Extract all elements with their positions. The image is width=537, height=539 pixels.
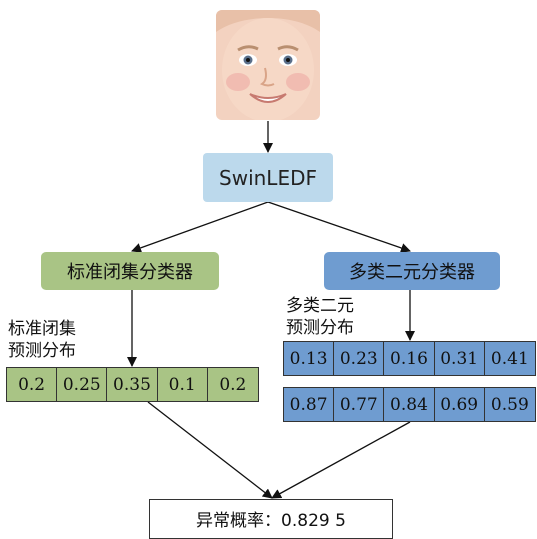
anomaly-probability-box: 异常概率：0.829 5 [149, 499, 393, 539]
multi-dist-label-line2: 预测分布 [286, 318, 354, 338]
standard-dist-cell: 0.1 [158, 368, 208, 401]
standard-distribution-row: 0.2 0.25 0.35 0.1 0.2 [6, 367, 259, 402]
multi-dist-cell: 0.77 [334, 388, 385, 421]
multi-dist-cell: 0.84 [384, 388, 435, 421]
child-face-image [216, 10, 320, 120]
model-label: SwinLEDF [219, 165, 317, 190]
standard-dist-cell: 0.2 [219, 374, 247, 395]
anomaly-probability-text: 异常概率：0.829 5 [196, 511, 346, 531]
multi-dist-cell: 0.13 [284, 342, 335, 375]
standard-classifier-box: 标准闭集分类器 [41, 252, 219, 290]
multi-dist-cell: 0.69 [435, 388, 485, 421]
multi-binary-classifier-box: 多类二元分类器 [324, 252, 500, 290]
standard-distribution-label: 标准闭集 预测分布 [8, 318, 76, 362]
standard-classifier-label: 标准闭集分类器 [67, 262, 193, 283]
multi-dist-cell: 0.16 [384, 342, 435, 375]
standard-dist-cell: 0.25 [57, 368, 108, 401]
standard-dist-cell: 0.2 [7, 368, 58, 401]
multi-distribution-label: 多类二元 预测分布 [286, 295, 354, 339]
multi-distribution-row-1: 0.13 0.23 0.16 0.31 0.41 [283, 341, 536, 376]
standard-dist-cell: 0.35 [107, 368, 158, 401]
multi-dist-cell: 0.87 [284, 388, 335, 421]
multi-distribution-row-2: 0.87 0.77 0.84 0.69 0.59 [283, 387, 536, 422]
multi-dist-cell: 0.41 [490, 348, 529, 369]
standard-dist-label-line1: 标准闭集 [8, 319, 76, 339]
multi-dist-cell: 0.31 [435, 342, 485, 375]
multi-dist-cell: 0.23 [334, 342, 385, 375]
swinledf-model-box: SwinLEDF [203, 153, 333, 202]
standard-dist-label-line2: 预测分布 [8, 341, 76, 361]
multi-classifier-label: 多类二元分类器 [349, 262, 475, 283]
multi-dist-label-line1: 多类二元 [286, 296, 354, 316]
multi-dist-cell: 0.59 [490, 394, 529, 415]
